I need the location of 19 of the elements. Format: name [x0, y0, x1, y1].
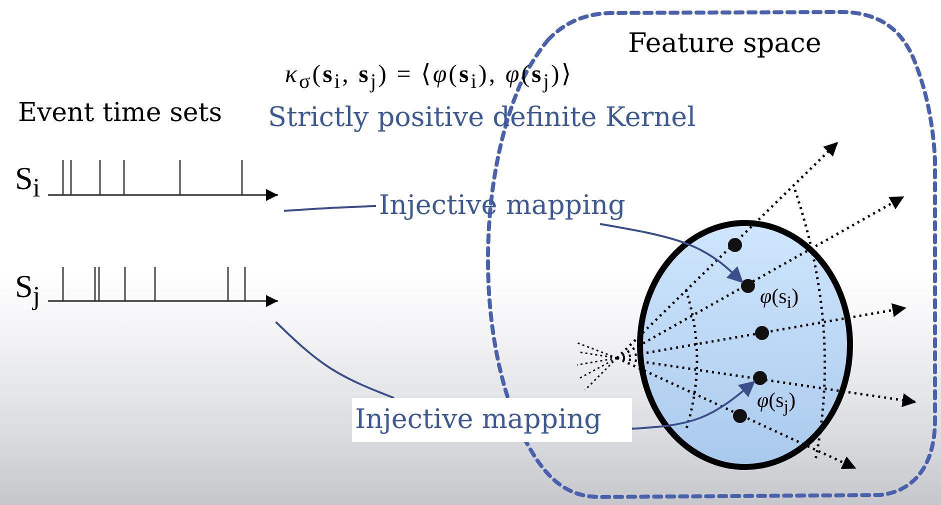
mapping-arrow	[600, 223, 744, 284]
point-label: φ(s$_{j}$)	[757, 390, 796, 416]
point-marker	[733, 409, 747, 423]
section-heading: Event time sets	[18, 100, 222, 126]
point-marker	[741, 279, 755, 293]
mapping-label: Injective mapping	[352, 398, 632, 442]
mapping-label: Injective mapping	[376, 188, 656, 224]
point-marker	[753, 371, 767, 385]
connector-line	[284, 205, 376, 212]
mapping-ellipse	[637, 220, 853, 470]
point-marker	[728, 238, 742, 252]
point-label: φ(s$_{i}$)	[760, 286, 799, 312]
train-label: S$_{j}$	[15, 270, 40, 310]
kernel-caption: Strictly positive definite Kernel	[268, 104, 696, 131]
point-marker	[755, 326, 769, 340]
connector-line	[275, 321, 394, 399]
mapping-arrow	[632, 380, 756, 430]
train-label: S$_{i}$	[15, 162, 40, 202]
region-title: Feature space	[628, 30, 822, 57]
